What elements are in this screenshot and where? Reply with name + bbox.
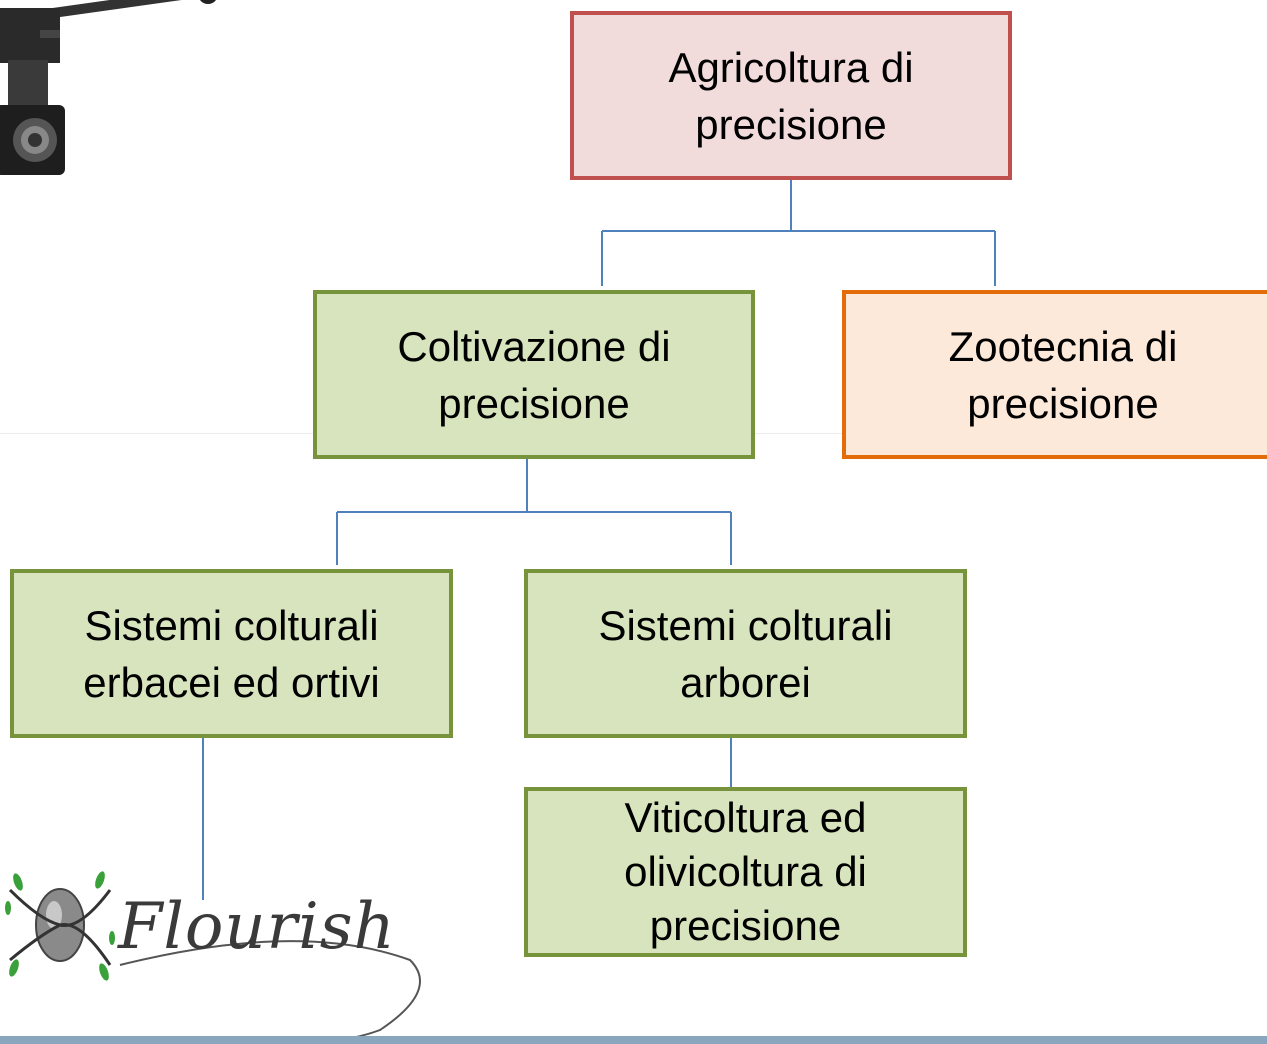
drone-camera-icon [0, 0, 216, 175]
node-coltivazione-di-precisione: Coltivazione di precisione [313, 290, 755, 459]
bottom-bar [0, 1036, 1267, 1044]
node-viticoltura-olivicoltura: Viticoltura ed olivicoltura di precision… [524, 787, 967, 957]
edge-coltivazione-branches [336, 459, 732, 565]
node-sistemi-erbacei-ortivi: Sistemi colturali erbacei ed ortivi [10, 569, 453, 738]
flourish-logo [5, 871, 421, 1040]
node-agricoltura-di-precisione: Agricoltura di precisione [570, 11, 1012, 180]
flourish-logo-text: Flourish [118, 890, 396, 964]
node-zootecnia-di-precisione: Zootecnia di precisione [842, 290, 1267, 459]
edge-agricoltura-branches [601, 180, 996, 286]
node-sistemi-arborei: Sistemi colturali arborei [524, 569, 967, 738]
